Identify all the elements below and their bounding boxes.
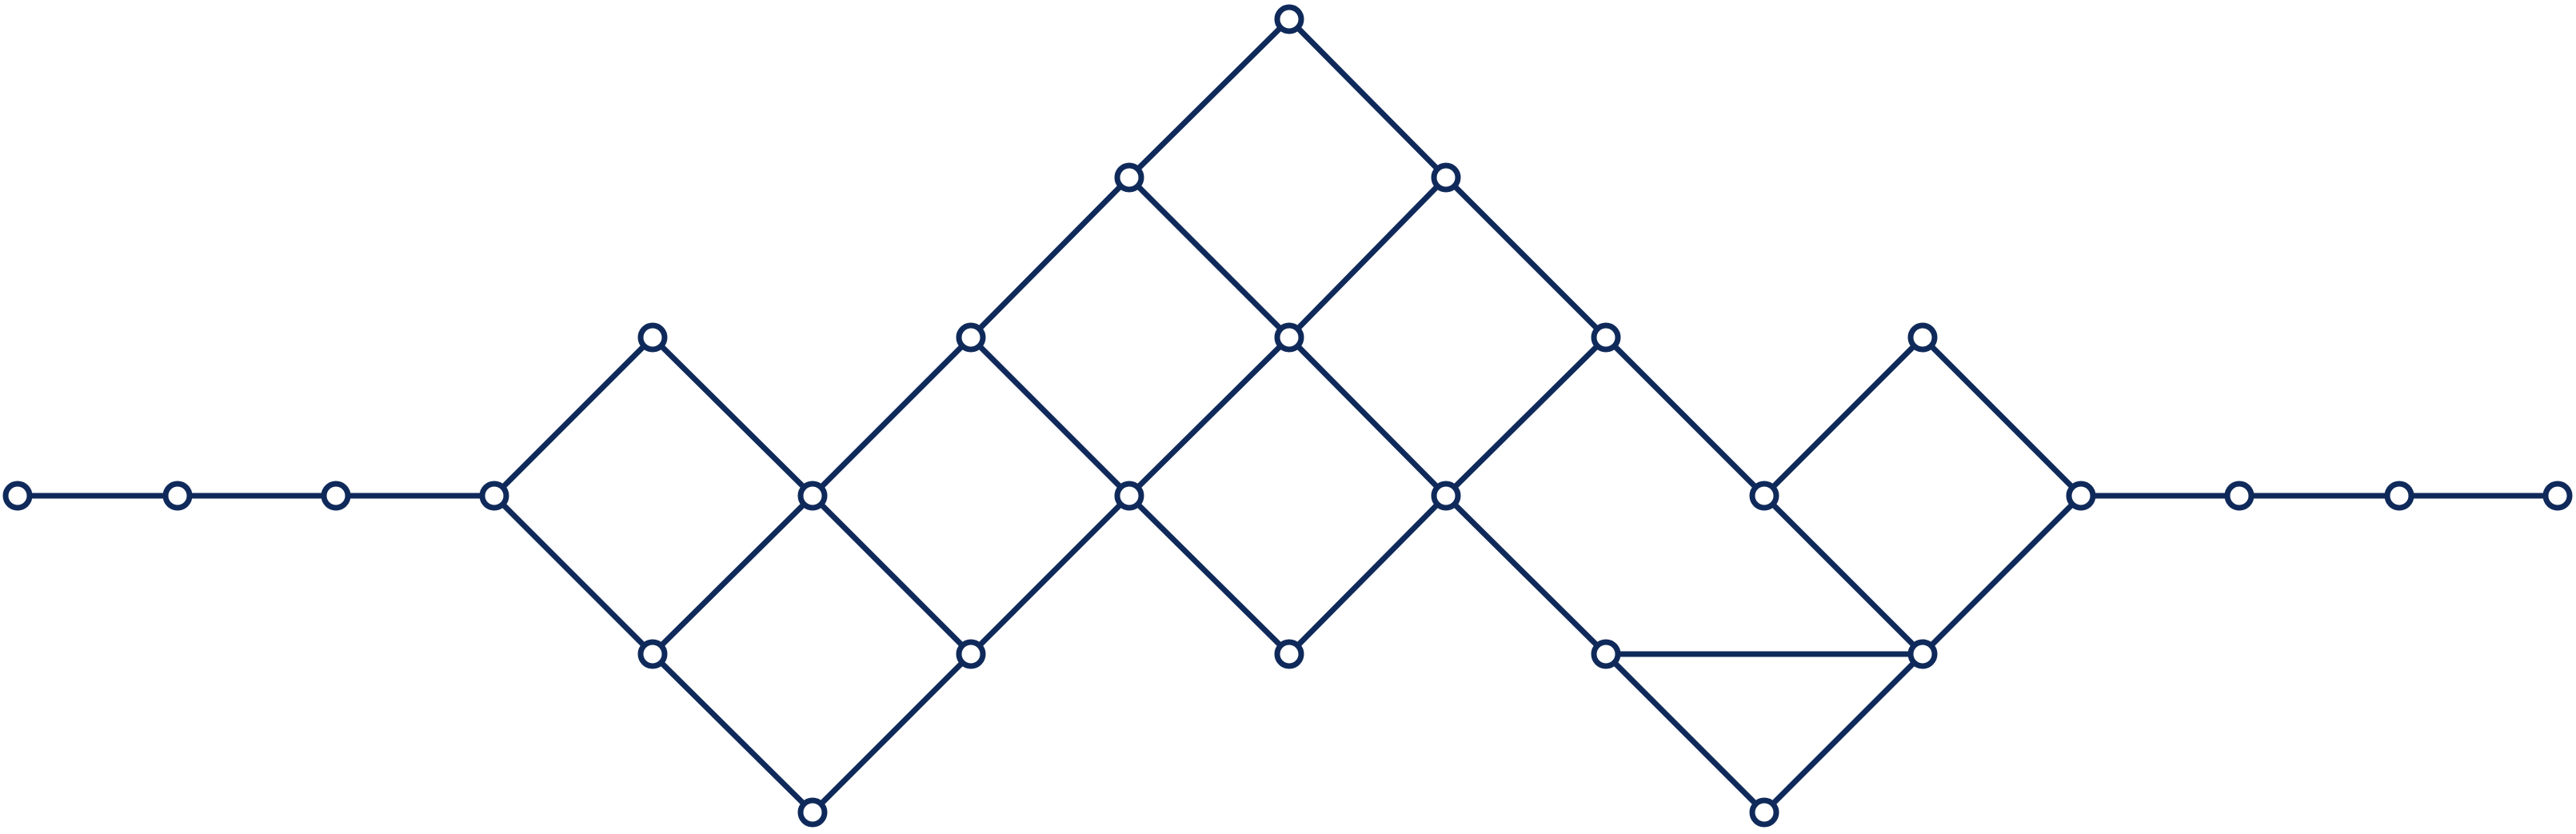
node-n18	[1749, 481, 1779, 511]
edge-n11-n15	[1126, 493, 1292, 657]
edge-n9-n11	[968, 493, 1132, 657]
node-n19	[1591, 639, 1621, 669]
edge-n8-n10	[968, 174, 1132, 341]
edge-n18-n21	[1761, 493, 1926, 657]
edge-n5-n7	[649, 651, 816, 816]
node-n14	[1431, 162, 1461, 193]
edge-n6-n8	[809, 334, 974, 499]
node-n11	[1114, 481, 1144, 511]
edges-layer	[14, 16, 2561, 816]
edge-n4-n6	[649, 334, 816, 499]
edge-n3-n4	[491, 334, 656, 499]
edge-n17-n19	[1443, 493, 1609, 657]
edge-n12-n14	[1286, 16, 1449, 181]
edge-n26-n21	[1761, 651, 1926, 816]
node-n17	[1431, 481, 1461, 511]
edge-n20-n22	[1919, 334, 2084, 499]
node-n16	[1591, 322, 1621, 353]
edge-n14-n16	[1443, 174, 1609, 341]
edge-n18-n20	[1761, 334, 1926, 499]
node-n23	[2224, 481, 2254, 511]
node-n26	[1749, 797, 1779, 828]
edge-n16-n17	[1443, 334, 1609, 499]
edge-n15-n17	[1286, 493, 1449, 657]
node-n12	[1274, 4, 1304, 34]
node-n22	[2066, 481, 2096, 511]
edge-n8-n11	[968, 334, 1132, 499]
edge-n13-n17	[1286, 334, 1449, 499]
node-n24	[2384, 481, 2414, 511]
edge-n10-n13	[1126, 174, 1292, 341]
node-n9	[956, 639, 986, 669]
node-n25	[2542, 481, 2573, 511]
edge-n19-n26	[1603, 651, 1767, 816]
node-n6	[797, 481, 828, 511]
edge-n13-n14	[1286, 174, 1449, 341]
nodes-layer	[2, 4, 2573, 828]
node-n1	[162, 481, 193, 511]
edge-n16-n18	[1603, 334, 1767, 499]
node-n4	[637, 322, 668, 353]
node-n21	[1907, 639, 1938, 669]
node-n10	[1114, 162, 1144, 193]
node-n0	[2, 481, 33, 511]
edge-n3-n5	[491, 493, 656, 657]
node-n20	[1907, 322, 1938, 353]
node-n3	[479, 481, 509, 511]
edge-n21-n22	[1919, 493, 2084, 657]
node-n7	[797, 797, 828, 828]
node-n5	[637, 639, 668, 669]
node-n15	[1274, 639, 1304, 669]
edge-n5-n6	[649, 493, 816, 657]
node-n8	[956, 322, 986, 353]
edge-n10-n12	[1126, 16, 1292, 181]
edge-n11-n13	[1126, 334, 1292, 499]
edge-n6-n9	[809, 493, 974, 657]
node-n13	[1274, 322, 1304, 353]
edge-n7-n9	[809, 651, 974, 816]
node-n2	[321, 481, 351, 511]
